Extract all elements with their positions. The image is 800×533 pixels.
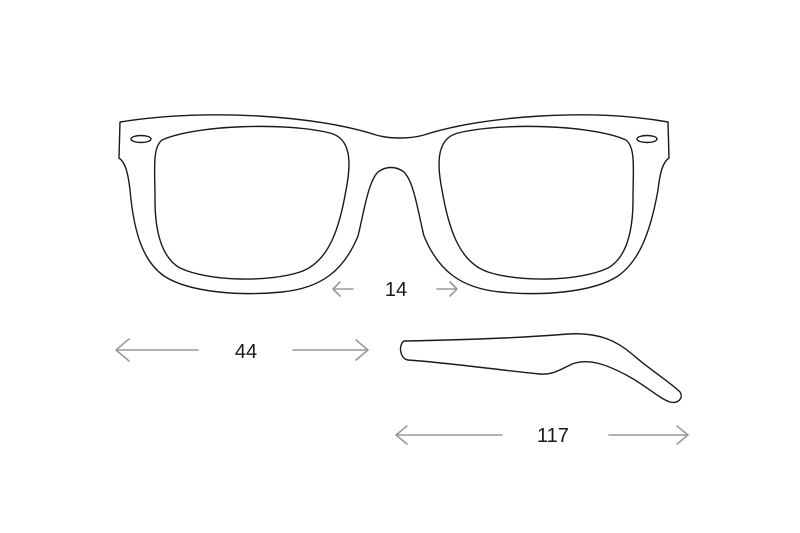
temple-length-label: 117 (537, 425, 569, 447)
lens-width-dimension: 44 (115, 338, 369, 363)
frame-outer-outline (118, 114, 670, 295)
bridge-left-arrow (332, 281, 354, 297)
bridge-width-label: 14 (385, 279, 407, 301)
lens-left-arrow (115, 338, 199, 362)
left-hinge-rivet (130, 134, 152, 144)
temple-length-dimension: 117 (395, 425, 689, 447)
frame-front-view (118, 114, 670, 295)
temple-left-arrow (395, 425, 503, 445)
temple-arm (399, 333, 682, 404)
left-lens (153, 125, 350, 280)
right-hinge-rivet (636, 134, 658, 144)
lens-right-arrow (292, 339, 369, 361)
bridge-width-dimension: 14 (332, 279, 458, 301)
bridge-right-arrow (436, 281, 458, 297)
right-lens (438, 125, 635, 280)
temple-right-arrow (608, 425, 689, 445)
lens-width-label: 44 (235, 341, 257, 363)
